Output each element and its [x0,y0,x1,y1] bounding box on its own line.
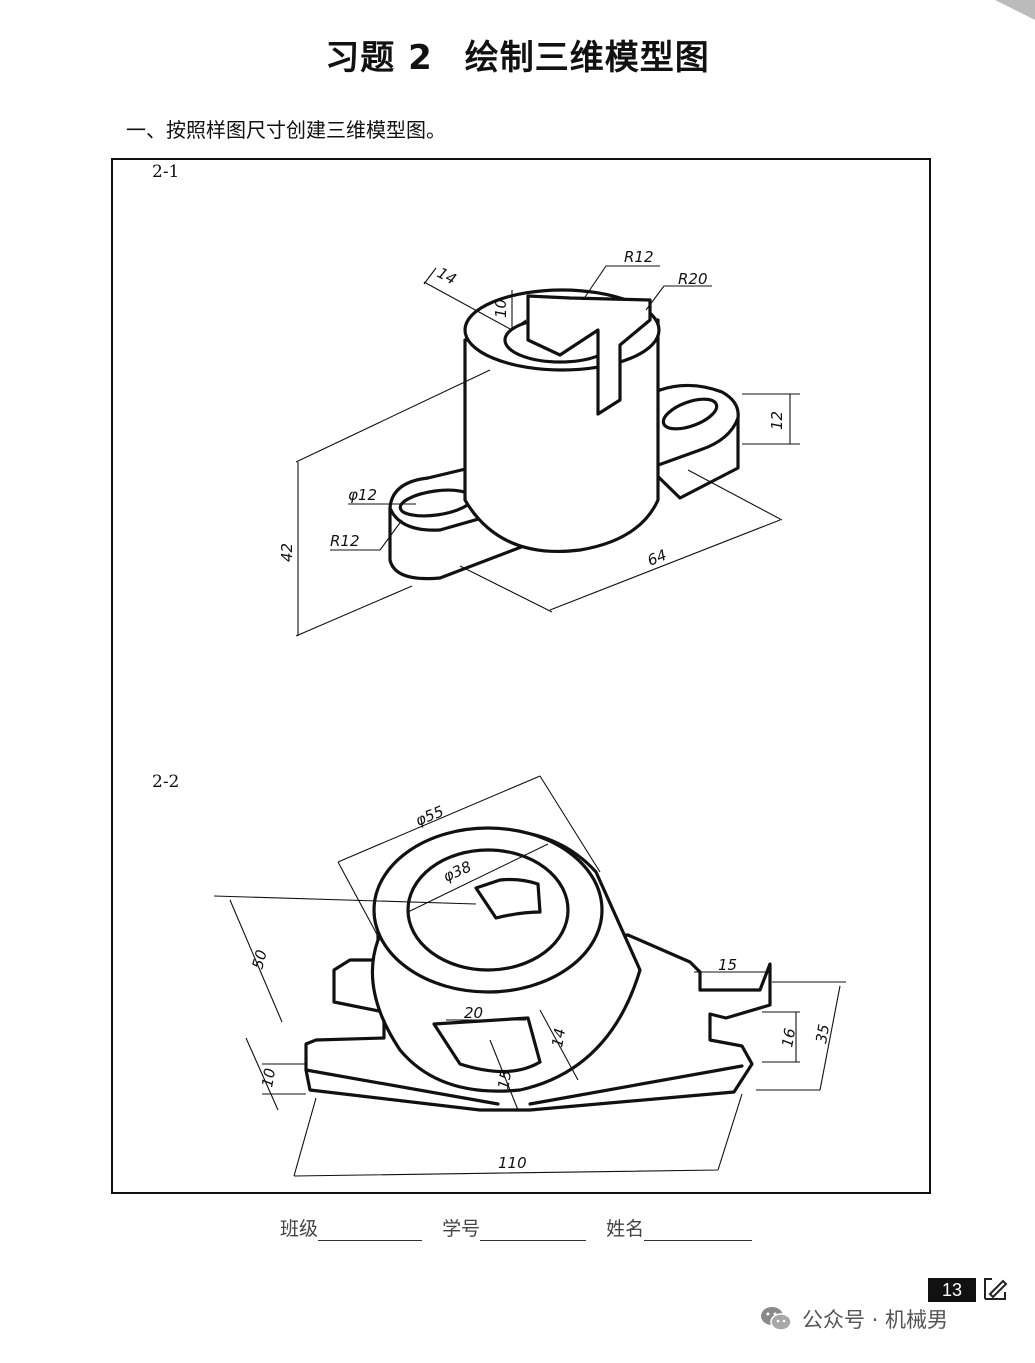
dim-15-right: 15 [718,956,737,974]
dim-line-14 [539,1009,579,1081]
cylinder-inner-bore [406,848,570,972]
dim-line-16 [762,1011,800,1063]
student-no-label: 学号 [442,1218,481,1240]
dim-15-bottom: 15 [494,1069,515,1091]
instruction-text: 一、按照样图尺寸创建三维模型图。 [126,118,446,142]
dim-line-14 [423,267,527,331]
dim-14: 14 [548,1027,569,1049]
left-flange-edge [388,498,547,532]
dim-line-10 [245,1037,306,1111]
dim-35: 35 [812,1023,833,1045]
dim-14: 14 [434,264,459,289]
dim-line-phi55 [337,775,601,941]
class-field[interactable] [318,1218,423,1241]
dim-110: 110 [498,1154,527,1172]
dim-10: 10 [492,299,510,318]
dim-phi12: φ12 [348,486,377,504]
dim-64: 64 [645,546,669,570]
dim-12: 12 [768,411,786,430]
name-label: 姓名 [606,1218,645,1240]
dim-line-64 [459,469,783,613]
dim-line-110 [293,1093,743,1177]
bore-key [474,877,542,920]
class-label: 班级 [280,1218,319,1240]
dim-r20: R20 [678,270,708,288]
dim-line-35 [756,981,846,1091]
dim-line-50 [213,895,477,1023]
dim-20: 20 [464,1004,483,1022]
dim-phi55: φ55 [413,802,447,830]
dim-line-15-bottom [489,1039,519,1111]
cylinder-slot [526,294,652,416]
dim-42: 42 [278,543,296,562]
dim-line-r12 [330,519,403,551]
dim-r12-left: R12 [330,532,360,550]
wechat-icon [761,1307,792,1331]
watermark-text: 公众号 · 机械男 [802,1308,949,1332]
student-no-field[interactable] [480,1218,587,1241]
dim-50: 50 [248,948,270,971]
watermark: 公众号 · 机械男 [760,1304,948,1334]
base-plate-edge [304,1064,744,1106]
page-corner-shadow [995,0,1035,20]
title-exercise: 习题 2 [325,38,433,78]
right-flange-hole [661,397,719,431]
right-flange-edge [648,416,740,470]
dim-r12-top: R12 [624,248,654,266]
dim-line-phi38 [407,843,549,913]
dim-10: 10 [258,1067,279,1089]
dim-line-r12-top [582,265,660,301]
figure-2-2-drawing: φ55 φ38 50 15 16 35 20 14 15 10 110 [213,775,846,1177]
dim-line-12 [742,393,800,445]
cylinder-slot [432,1016,542,1074]
figure-label-2-1: 2-1 [152,162,180,182]
dim-16: 16 [778,1027,799,1049]
page-title: 习题 2 绘制三维模型图 [0,30,1035,79]
publisher-logo-icon [984,1278,1008,1300]
name-field[interactable] [644,1218,753,1241]
figure-2-1-drawing: 14 10 R12 R20 12 42 64 φ12 R12 [278,248,800,637]
drawing-frame [111,158,931,1194]
dim-line-r20 [645,285,712,311]
page-number: 13 [928,1278,976,1302]
figure-label-2-2: 2-2 [152,772,180,792]
title-topic: 绘制三维模型图 [464,38,710,78]
student-info-line: 班级 学号 姓名 [280,1214,766,1241]
dim-line-42 [295,369,491,637]
